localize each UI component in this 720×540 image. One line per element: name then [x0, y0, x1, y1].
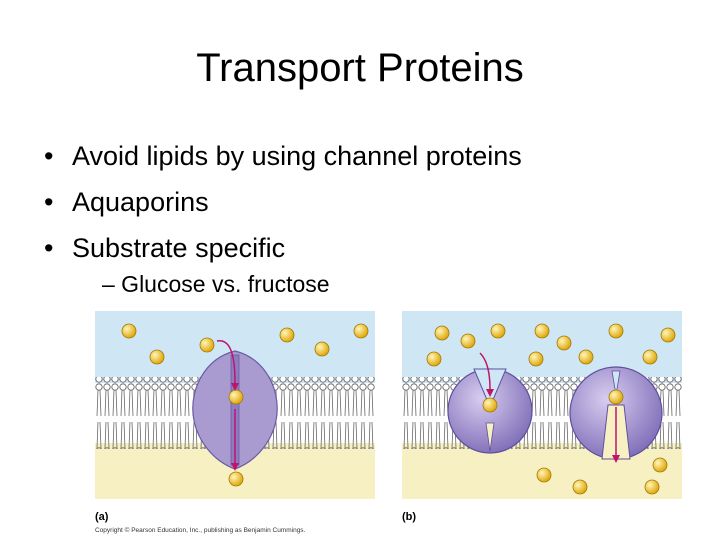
bullet-dot: •	[44, 141, 54, 171]
solute-molecules	[426, 323, 676, 495]
transport-arrows	[216, 340, 236, 463]
extracellular-region	[402, 311, 682, 383]
bullet-list: •Avoid lipids by using channel proteins …	[44, 133, 522, 271]
transport-arrows	[479, 352, 617, 455]
bullet-text: Avoid lipids by using channel proteins	[72, 141, 522, 171]
bullet-item: • Avoid lipids by using channel proteins	[44, 133, 522, 179]
panel-a-label: (a)	[95, 511, 109, 523]
bullet-item: • Aquaporins	[44, 179, 522, 225]
bullet-dot: •	[44, 233, 54, 263]
panel-b-label: (b)	[402, 511, 417, 523]
sub-bullet: – Glucose vs. fructose	[102, 271, 330, 297]
bullet-item: • Substrate specific	[44, 225, 522, 271]
carrier-protein-diagram	[402, 311, 682, 499]
solute-molecules	[121, 323, 369, 487]
bullet-text: Aquaporins	[72, 187, 209, 217]
figure-panel-a	[95, 311, 375, 499]
bullet-dot: •	[44, 187, 54, 217]
slide-title: Transport Proteins	[196, 46, 524, 90]
bullet-text: Substrate specific	[72, 233, 286, 263]
figure-panel-b	[402, 311, 682, 499]
channel-protein-diagram	[95, 311, 375, 499]
copyright-notice: Copyright © Pearson Education, Inc., pub…	[95, 527, 306, 534]
